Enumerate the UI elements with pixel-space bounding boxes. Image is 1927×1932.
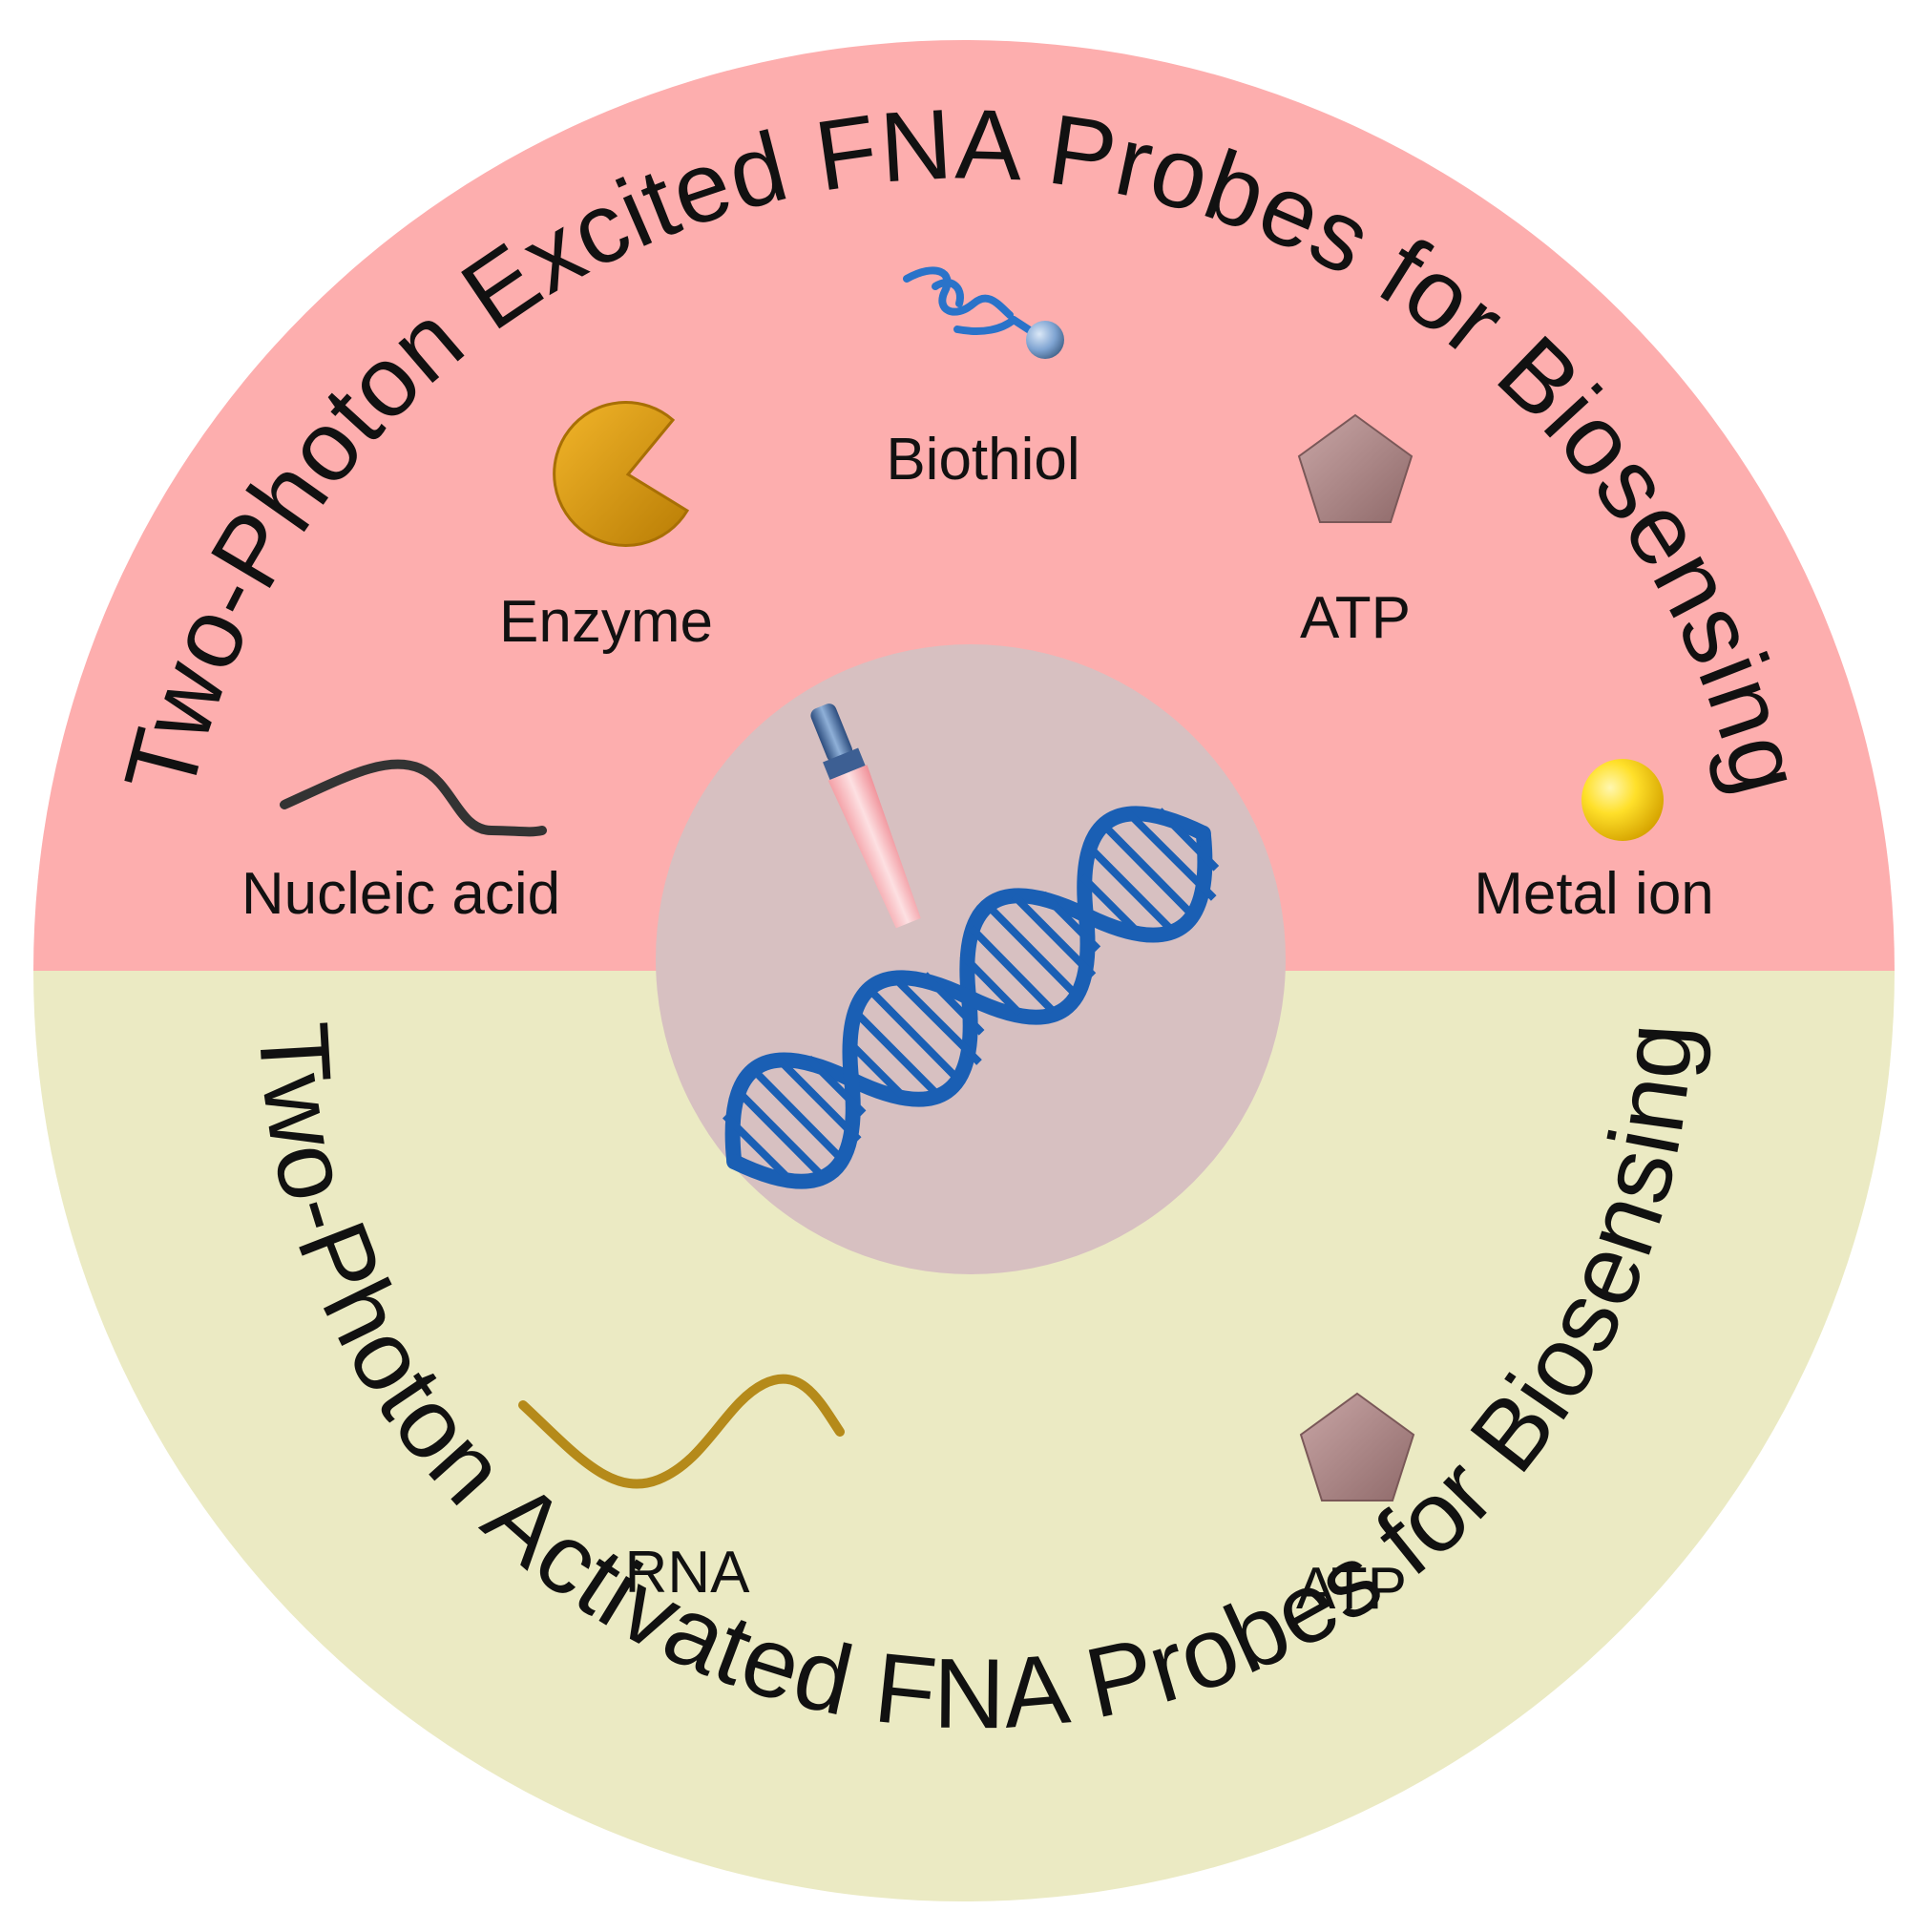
rna-label: RNA <box>625 1540 751 1606</box>
atp-label-top: ATP <box>1300 585 1411 651</box>
nucleic-acid-strand-icon <box>280 759 547 837</box>
atp-label-bottom: ATP <box>1296 1556 1407 1622</box>
atp-pentagon-icon <box>1297 413 1414 523</box>
laser-pen-icon <box>810 704 921 929</box>
enzyme-label: Enzyme <box>499 589 713 655</box>
biothiol-icon <box>903 266 1064 359</box>
nucleic-acid-label: Nucleic acid <box>241 861 560 927</box>
dna-helix-icon <box>723 806 1220 1189</box>
metal-ion-label: Metal ion <box>1474 861 1714 927</box>
metal-ion-sphere-icon <box>1581 759 1664 841</box>
enzyme-pacman-icon <box>553 401 690 547</box>
biothiol-label: Biothiol <box>886 427 1079 493</box>
top-half-disc <box>33 40 1895 971</box>
rna-strand-icon <box>518 1374 845 1489</box>
bottom-half-disc <box>33 971 1895 1901</box>
atp-pentagon-icon-bottom <box>1299 1392 1415 1502</box>
